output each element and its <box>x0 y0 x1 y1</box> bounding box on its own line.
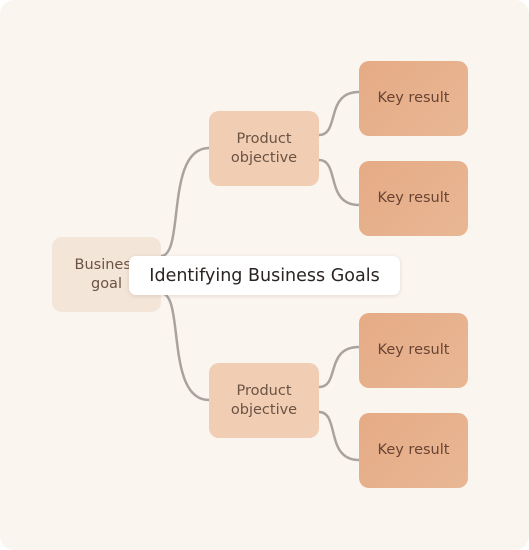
product-objective-node-2: Product objective <box>209 363 319 438</box>
title-overlay-chip: Identifying Business Goals <box>129 256 400 295</box>
key-result-node-3: Key result <box>359 313 468 388</box>
product-objective-node-1: Product objective <box>209 111 319 186</box>
key-result-node-2: Key result <box>359 161 468 236</box>
connector-objective-1-to-kr-1 <box>317 90 361 137</box>
connector-objective-2-to-kr-4 <box>317 410 361 462</box>
connector-objective-1-to-kr-2 <box>317 158 361 207</box>
connector-goal-to-objective-2 <box>159 291 211 402</box>
key-result-label: Key result <box>377 442 450 458</box>
key-result-label: Key result <box>377 190 450 206</box>
key-result-label: Key result <box>377 342 450 358</box>
product-objective-label: Product objective <box>230 382 298 418</box>
product-objective-label: Product objective <box>230 130 298 166</box>
connector-goal-to-objective-1 <box>159 146 211 258</box>
connector-objective-2-to-kr-3 <box>317 345 361 389</box>
business-goal-label: Business goal <box>74 256 139 292</box>
diagram-title: Identifying Business Goals <box>149 265 380 286</box>
key-result-label: Key result <box>377 90 450 106</box>
key-result-node-4: Key result <box>359 413 468 488</box>
key-result-node-1: Key result <box>359 61 468 136</box>
